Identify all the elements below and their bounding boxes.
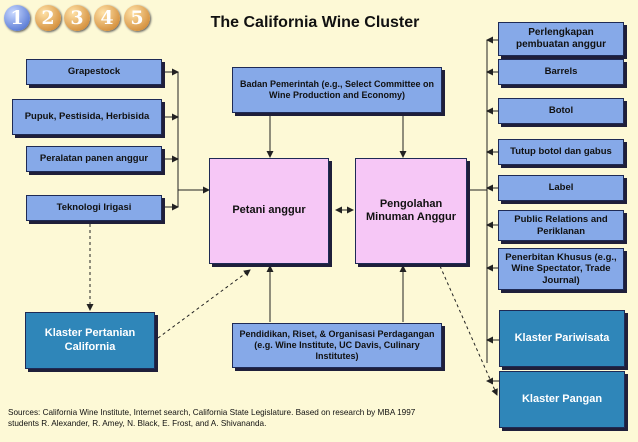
tourism-cluster-box: Klaster Pariwisata — [499, 310, 625, 367]
step-badge-4[interactable]: 4 — [94, 5, 120, 31]
item-caps-corks: Tutup botol dan gabus — [498, 139, 624, 165]
processor-box: Pengolahan Minuman Anggur — [355, 158, 467, 264]
item-labels: Label — [498, 175, 624, 201]
item-barrels: Barrels — [498, 59, 624, 85]
winery-equipment-header: Perlengkapan pembuatan anggur — [498, 22, 624, 56]
step-badge-3[interactable]: 3 — [64, 5, 90, 31]
input-fertilizer: Pupuk, Pestisida, Herbisida — [12, 99, 162, 135]
government-box: Badan Pemerintah (e.g., Select Committee… — [232, 67, 442, 113]
step-badge-5[interactable]: 5 — [124, 5, 150, 31]
grower-box: Petani anggur — [209, 158, 329, 264]
item-bottles: Botol — [498, 98, 624, 124]
item-public-relations: Public Relations and Periklanan — [498, 210, 624, 241]
food-cluster-box: Klaster Pangan — [499, 371, 625, 428]
sources-note: Sources: California Wine Institute, Inte… — [8, 408, 416, 428]
input-irrigation: Teknologi Irigasi — [26, 195, 162, 221]
diagram-title: The California Wine Cluster — [210, 14, 420, 31]
input-harvest-equipment: Peralatan panen anggur — [26, 146, 162, 172]
agriculture-cluster-box: Klaster Pertanian California — [25, 312, 155, 369]
input-grapestock: Grapestock — [26, 59, 162, 85]
education-box: Pendidikan, Riset, & Organisasi Perdagan… — [232, 323, 442, 368]
step-badge-1[interactable]: 1 — [4, 5, 30, 31]
step-badge-2[interactable]: 2 — [35, 5, 61, 31]
item-publications: Penerbitan Khusus (e.g., Wine Spectator,… — [498, 248, 624, 290]
